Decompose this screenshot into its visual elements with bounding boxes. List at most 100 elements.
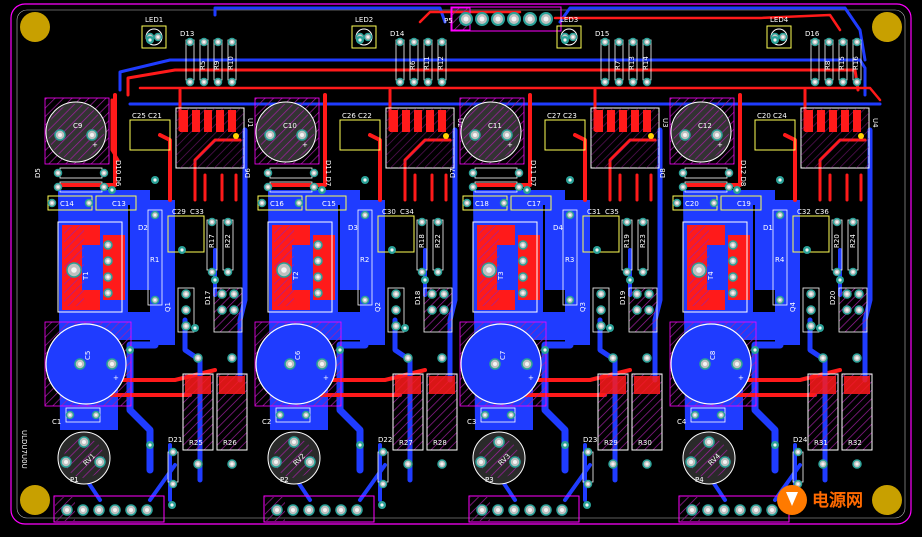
small-cap-label-a: C20 [685,200,699,208]
pot-hatch [64,438,104,478]
ic-pin1-marker [233,133,239,139]
cap-pair-label-a: C25 [132,112,146,120]
ic-pin [402,110,410,132]
drill [689,460,693,464]
drill [731,259,735,263]
via-drill [735,188,739,192]
drill [617,80,621,84]
small-cap-label-b: C15 [322,200,336,208]
drill [857,292,861,296]
drill [312,171,316,175]
ic-pin [438,110,446,132]
drill [230,356,234,360]
drill [412,80,416,84]
via-drill [818,326,822,330]
cap-pair-label-b: C21 [148,112,162,120]
ic-pin [228,110,236,132]
trace-right-vertical [447,127,458,383]
bus-trace-2 [126,68,860,97]
drill [845,308,849,312]
drill [586,482,590,486]
plug-label: P2 [280,476,289,484]
resistor-top-label: R15 [838,56,846,70]
drill [707,440,711,444]
drill [631,80,635,84]
copper-pour-2 [545,200,590,345]
electro-body [255,323,337,405]
drill [56,171,60,175]
copper-pour-2 [755,200,800,345]
drill [266,185,270,189]
diode-d17-label: D19 [619,291,627,305]
via-drill [148,38,152,42]
via-drill [585,503,589,507]
resistor-big-pour [844,376,870,394]
drill [113,508,117,512]
resistor-big-label: R31 [814,439,828,447]
drill [442,292,446,296]
ic-pin [829,110,837,132]
plug-outline [53,495,165,523]
trace-left-vertical [473,93,532,187]
c1-label: C4 [677,418,687,426]
drill [320,362,324,366]
via-drill [358,38,362,42]
drill [835,270,839,274]
drill [770,508,774,512]
drill [841,80,845,84]
diode-d21-label: D23 [583,436,597,444]
via-drill [778,178,782,182]
resistor-mid-label: R24 [849,234,857,248]
ic-pin1-marker [648,133,654,139]
r1-outline [772,209,788,306]
resistor-top-label: R10 [227,56,235,70]
drill [857,308,861,312]
via-drill [170,503,174,507]
drill [420,220,424,224]
drill [440,356,444,360]
electro-plus: + [323,374,329,382]
bigcap-label: C12 [698,122,712,130]
drill [363,298,367,302]
drill [611,462,615,466]
resistor-top-label: R9 [213,61,221,70]
drill [502,201,506,205]
drill [599,292,603,296]
via-drill [213,278,217,282]
resistor-mid-label: R23 [639,234,647,248]
drill [220,292,224,296]
ic-label: U3 [661,118,669,128]
resistor-big-label: R30 [638,439,652,447]
drill [855,80,859,84]
ic-pin [817,110,825,132]
drill [430,292,434,296]
drill [525,362,529,366]
plug-outline [468,495,580,523]
header-trace-1 [213,6,447,24]
small-cap2-label-b: C33 [190,208,204,216]
bigcap-plus: + [507,141,513,149]
drill [316,275,320,279]
drill [232,308,236,312]
r1-outline [562,209,578,306]
resistor-big-pour [185,376,211,394]
drill [841,40,845,44]
ic-pin [631,110,639,132]
resistor-big-label: R25 [189,439,203,447]
resistor-mid-label: R20 [833,234,841,248]
bigcap-plus: + [717,141,723,149]
drill [156,35,160,39]
drill [681,185,685,189]
drill [809,292,813,296]
electro-body [460,323,542,405]
drill [719,413,723,417]
transformer-outline [57,221,123,313]
drill [226,220,230,224]
diode-d2-label: D3 [348,224,358,232]
drill [50,201,54,205]
bigcap-hatch-inner [673,104,729,160]
drill [512,508,516,512]
cap-pair-label-b: C22 [358,112,372,120]
